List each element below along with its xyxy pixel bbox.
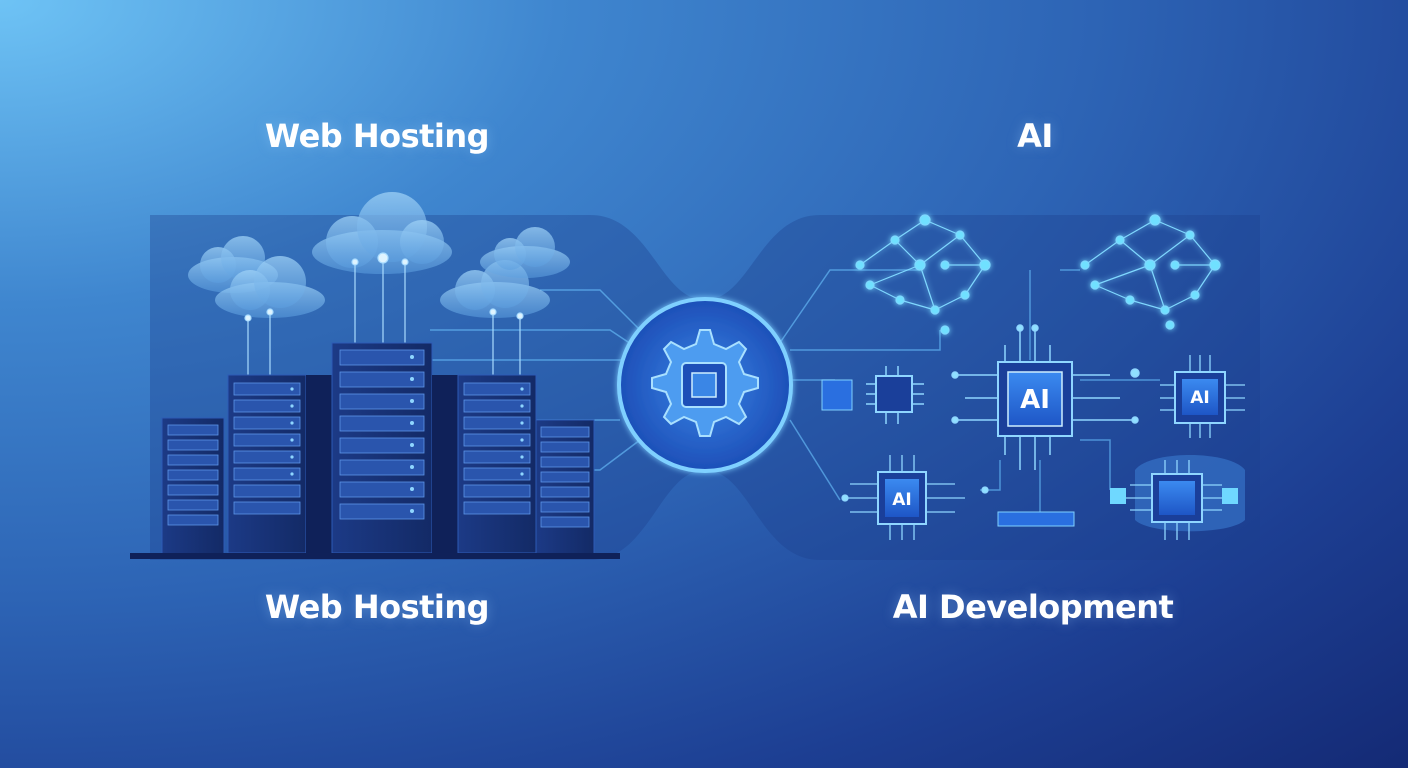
chip-icon-small-left [821, 366, 924, 424]
lower-right-chip [1110, 455, 1245, 540]
label-web-hosting-top: Web Hosting [264, 117, 490, 155]
label-web-hosting-bottom: Web Hosting [264, 588, 490, 626]
label-ai-development: AI Development [892, 588, 1174, 626]
lower-left-ai-chip: AI [841, 455, 989, 540]
server-rack-icon [130, 342, 620, 559]
main-ai-chip: AI [951, 324, 1140, 527]
neural-brain-icon [855, 214, 1221, 335]
gear-chip-icon [617, 297, 793, 473]
cloud-icon [188, 192, 570, 318]
main-chip-label: AI [1020, 385, 1050, 415]
label-ai-top: AI [1017, 117, 1053, 155]
cloud-connectors [244, 252, 524, 375]
right-chip-label: AI [1190, 388, 1209, 408]
right-ai-chip: AI [1160, 355, 1245, 438]
lower-chip-label: AI [892, 490, 911, 510]
